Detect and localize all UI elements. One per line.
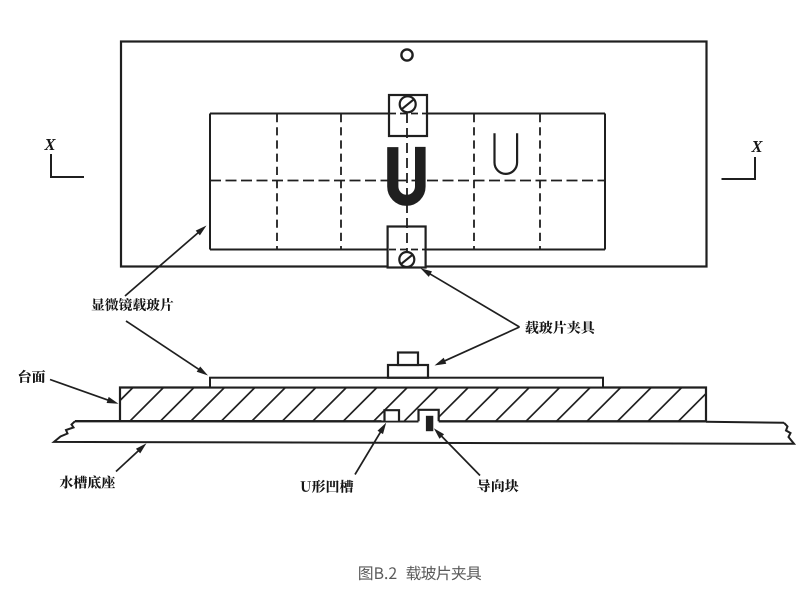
svg-text:X: X: [750, 137, 763, 156]
svg-text:X: X: [43, 135, 56, 154]
